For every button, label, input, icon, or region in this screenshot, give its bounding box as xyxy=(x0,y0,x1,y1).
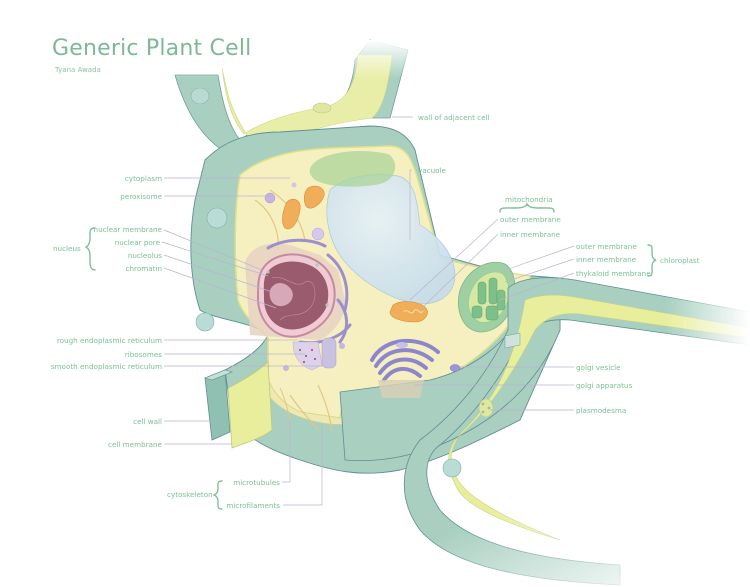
nuclear-pore xyxy=(266,270,270,274)
leader-nuclear-membrane xyxy=(163,229,263,271)
nucleus xyxy=(245,243,345,340)
label-microtubules: microtubules xyxy=(233,478,280,487)
leader-lines xyxy=(161,116,575,506)
chloroplast-brace xyxy=(647,244,657,277)
nucleoplasm xyxy=(263,261,329,330)
endoplasmic-reticulum xyxy=(266,238,352,371)
label-nuclear-membrane: nuclear membrane xyxy=(93,225,162,234)
label-ribosomes: ribosomes xyxy=(124,350,162,359)
label-cell-membrane: cell membrane xyxy=(108,440,162,449)
adjacent-cell-right xyxy=(403,260,750,587)
group-label-cytoskeleton: cytoskeleton xyxy=(167,490,213,499)
leader-mito-outer xyxy=(409,218,499,301)
plastid xyxy=(309,150,396,187)
group-label-chloroplast: chloroplast xyxy=(660,256,700,265)
cell-membrane-slab xyxy=(227,361,273,449)
label-peroxisome: peroxisome xyxy=(120,192,162,201)
label-cytoplasm: cytoplasm xyxy=(124,174,162,183)
smooth-er xyxy=(321,337,337,369)
cytoskeleton-brace xyxy=(212,480,223,510)
leader-vacuole xyxy=(409,169,412,240)
nuclear-pore xyxy=(325,303,329,307)
vacuole xyxy=(326,174,456,305)
label-mito-outer-membrane: outer membrane xyxy=(500,215,561,224)
plasmodesma-channel xyxy=(504,332,521,349)
mitochondrion xyxy=(303,185,325,209)
vesicle xyxy=(311,227,325,241)
label-cell-wall: cell wall xyxy=(133,417,162,426)
chromatin xyxy=(271,277,316,321)
chloroplast xyxy=(458,262,516,333)
author-credit: Tyana Awada xyxy=(55,66,101,74)
plasmodesma xyxy=(478,398,494,418)
label-plasmodesma: plasmodesma xyxy=(576,406,627,415)
label-wall-of-adjacent-cell: wall of adjacent cell xyxy=(418,113,490,122)
label-mito-inner-membrane: inner membrane xyxy=(500,230,561,239)
label-nucleolus: nucleolus xyxy=(127,251,162,260)
leader-microfilaments xyxy=(283,425,323,506)
label-vacuole: vacuole xyxy=(418,166,446,175)
leader-chloro-inner xyxy=(504,258,575,283)
label-microfilaments: microfilaments xyxy=(226,501,280,510)
label-chromatin: chromatin xyxy=(125,264,162,273)
golgi-apparatus xyxy=(370,338,461,398)
mitochondria-brace xyxy=(499,202,555,213)
nucleolus xyxy=(269,283,293,307)
vesicle xyxy=(291,182,297,188)
microfilament-fiber xyxy=(317,384,333,433)
adjacent-cell-top xyxy=(160,39,420,171)
leader-microtubules xyxy=(282,420,291,483)
page-title: Generic Plant Cell xyxy=(52,36,252,61)
leader-nuclear-pore xyxy=(161,241,269,277)
leader-nucleolus xyxy=(163,254,273,293)
label-rough-er: rough endoplasmic reticulum xyxy=(56,336,162,345)
leader-chloro-outer xyxy=(499,245,575,273)
label-golgi-vesicle: golgi vesicle xyxy=(576,363,621,372)
cell-wall-slab xyxy=(204,361,273,449)
nucleus-brace xyxy=(84,227,96,271)
label-chloro-outer-membrane: outer membrane xyxy=(576,242,637,251)
peroxisome xyxy=(264,192,276,204)
label-chloro-inner-membrane: inner membrane xyxy=(576,255,637,264)
label-smooth-er: smooth endoplasmic reticulum xyxy=(50,362,162,371)
group-label-mitochondria: mitochondria xyxy=(505,195,553,204)
leader-thylakoid xyxy=(499,272,575,301)
plasmodesma-wall-2 xyxy=(195,312,215,332)
leader-mito-inner xyxy=(419,233,499,311)
mitochondrion xyxy=(282,198,301,230)
nuclear-pore xyxy=(315,263,319,267)
golgi-vesicle xyxy=(449,364,461,372)
plasmodesma-wall-1 xyxy=(206,207,228,229)
group-label-nucleus: nucleus xyxy=(53,244,81,253)
label-nuclear-pore: nuclear pore xyxy=(114,238,160,247)
thylakoid-stacks xyxy=(471,277,506,321)
mitochondrion-labeled xyxy=(389,301,428,323)
microtubule-fiber xyxy=(289,394,319,431)
label-thykaloid-membrane: thykaloid membrane xyxy=(576,269,651,278)
label-golgi-apparatus: golgi apparatus xyxy=(576,381,633,390)
braces xyxy=(84,202,657,510)
leader-chromatin xyxy=(163,267,277,309)
